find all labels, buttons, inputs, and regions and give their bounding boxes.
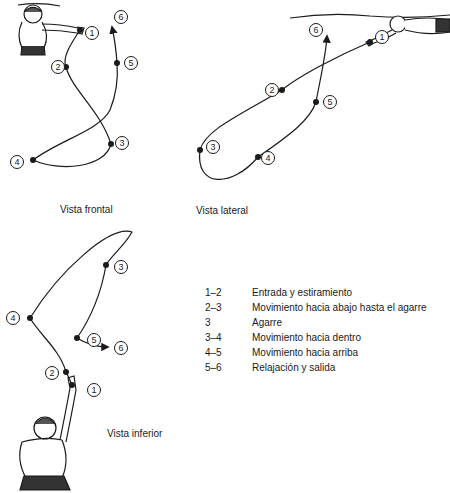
swimmer-shorts bbox=[436, 19, 450, 32]
water-line bbox=[18, 4, 60, 6]
callout-circle: 5 bbox=[323, 95, 337, 109]
swimmer-arm bbox=[42, 30, 77, 33]
callout-circle: 1 bbox=[87, 383, 101, 397]
callout-circle: 5 bbox=[87, 333, 101, 347]
path-dot bbox=[108, 141, 114, 147]
callout-number: 5 bbox=[91, 336, 96, 345]
swimmer-shoulders bbox=[22, 438, 62, 442]
callout-number: 1 bbox=[379, 33, 384, 42]
path-dot bbox=[74, 335, 80, 341]
swimmer-shorts bbox=[20, 476, 70, 490]
callout-circle: 4 bbox=[261, 151, 275, 165]
swimmer-head bbox=[24, 5, 42, 23]
callout-circle: 1 bbox=[85, 26, 99, 40]
path-dot bbox=[197, 147, 203, 153]
callout-number: 3 bbox=[210, 143, 215, 152]
stroke-path bbox=[200, 36, 370, 179]
callout-number: 6 bbox=[313, 26, 318, 35]
callout-number: 5 bbox=[128, 59, 133, 68]
swimmer-head bbox=[34, 417, 56, 439]
side-swimmer bbox=[290, 14, 450, 46]
callout-number: 1 bbox=[89, 29, 94, 38]
swimmer-torso bbox=[405, 18, 450, 34]
swimmer-arm bbox=[60, 388, 76, 442]
swimmer-head bbox=[390, 16, 406, 32]
callout-circle: 6 bbox=[114, 10, 128, 24]
callout-circle: 5 bbox=[124, 56, 138, 70]
path-dot bbox=[367, 39, 373, 45]
callout-number: 4 bbox=[265, 154, 270, 163]
callout-number: 4 bbox=[10, 314, 15, 323]
callout-number: 5 bbox=[327, 98, 332, 107]
callout-circle: 1 bbox=[375, 30, 389, 44]
callout-circle: 3 bbox=[206, 140, 220, 154]
legend-key: 3–4 bbox=[205, 332, 222, 344]
legend-text: Relajación y salida bbox=[252, 362, 335, 374]
legend-text: Movimiento hacia dentro bbox=[252, 332, 361, 344]
path-points bbox=[27, 262, 109, 388]
swim-cap bbox=[24, 8, 42, 13]
callout-number: 3 bbox=[118, 263, 123, 272]
callout-circle: 3 bbox=[115, 136, 129, 150]
callout-number: 3 bbox=[119, 139, 124, 148]
path-dot bbox=[313, 99, 319, 105]
path-dot bbox=[114, 60, 120, 66]
stroke-path bbox=[30, 231, 132, 385]
legend-key: 4–5 bbox=[205, 347, 222, 359]
path-dot bbox=[69, 382, 75, 388]
legend-text: Movimiento hacia arriba bbox=[252, 347, 358, 359]
swimmer-torso bbox=[19, 22, 47, 48]
callout-circle: 2 bbox=[265, 83, 279, 97]
front-swimmer bbox=[18, 4, 84, 55]
path-dot bbox=[77, 27, 83, 33]
path-points bbox=[30, 27, 120, 163]
path-points bbox=[197, 39, 373, 160]
view-title: Vista lateral bbox=[196, 205, 248, 217]
path-dot bbox=[30, 157, 36, 163]
bottom-swimmer bbox=[20, 376, 76, 490]
legend-text: Agarre bbox=[252, 317, 282, 329]
path-dot bbox=[27, 315, 33, 321]
legend-key: 3 bbox=[205, 317, 211, 329]
legend-key: 5–6 bbox=[205, 362, 222, 374]
path-dot bbox=[63, 369, 69, 375]
callout-number: 1 bbox=[91, 386, 96, 395]
legend-key: 2–3 bbox=[205, 302, 222, 314]
callout-number: 6 bbox=[118, 13, 123, 22]
view-title: Vista frontal bbox=[60, 204, 113, 216]
swimmer-hand bbox=[366, 40, 374, 46]
callout-circle: 4 bbox=[10, 155, 24, 169]
callout-circle: 6 bbox=[309, 23, 323, 37]
legend-text: Movimiento hacia abajo hasta el agarre bbox=[252, 302, 427, 314]
stroke-path bbox=[33, 27, 117, 167]
swimmer-torso bbox=[20, 440, 66, 478]
callout-number: 4 bbox=[14, 158, 19, 167]
callout-circle: 4 bbox=[6, 311, 20, 325]
callout-number: 6 bbox=[118, 344, 123, 353]
legend-key: 1–2 bbox=[205, 287, 222, 299]
callout-circle: 6 bbox=[114, 341, 128, 355]
swimmer-arm bbox=[42, 24, 78, 28]
callout-circle: 3 bbox=[114, 260, 128, 274]
view-title: Vista inferior bbox=[107, 428, 162, 440]
legend-text: Entrada y estiramiento bbox=[252, 287, 352, 299]
swim-cap bbox=[36, 418, 55, 424]
callout-number: 2 bbox=[49, 369, 54, 378]
callout-circle: 2 bbox=[51, 60, 65, 74]
swimmer-shorts bbox=[21, 46, 45, 55]
path-dot bbox=[103, 262, 109, 268]
callout-number: 2 bbox=[55, 63, 60, 72]
callout-number: 2 bbox=[269, 86, 274, 95]
callout-circle: 2 bbox=[45, 366, 59, 380]
path-dot bbox=[279, 87, 285, 93]
